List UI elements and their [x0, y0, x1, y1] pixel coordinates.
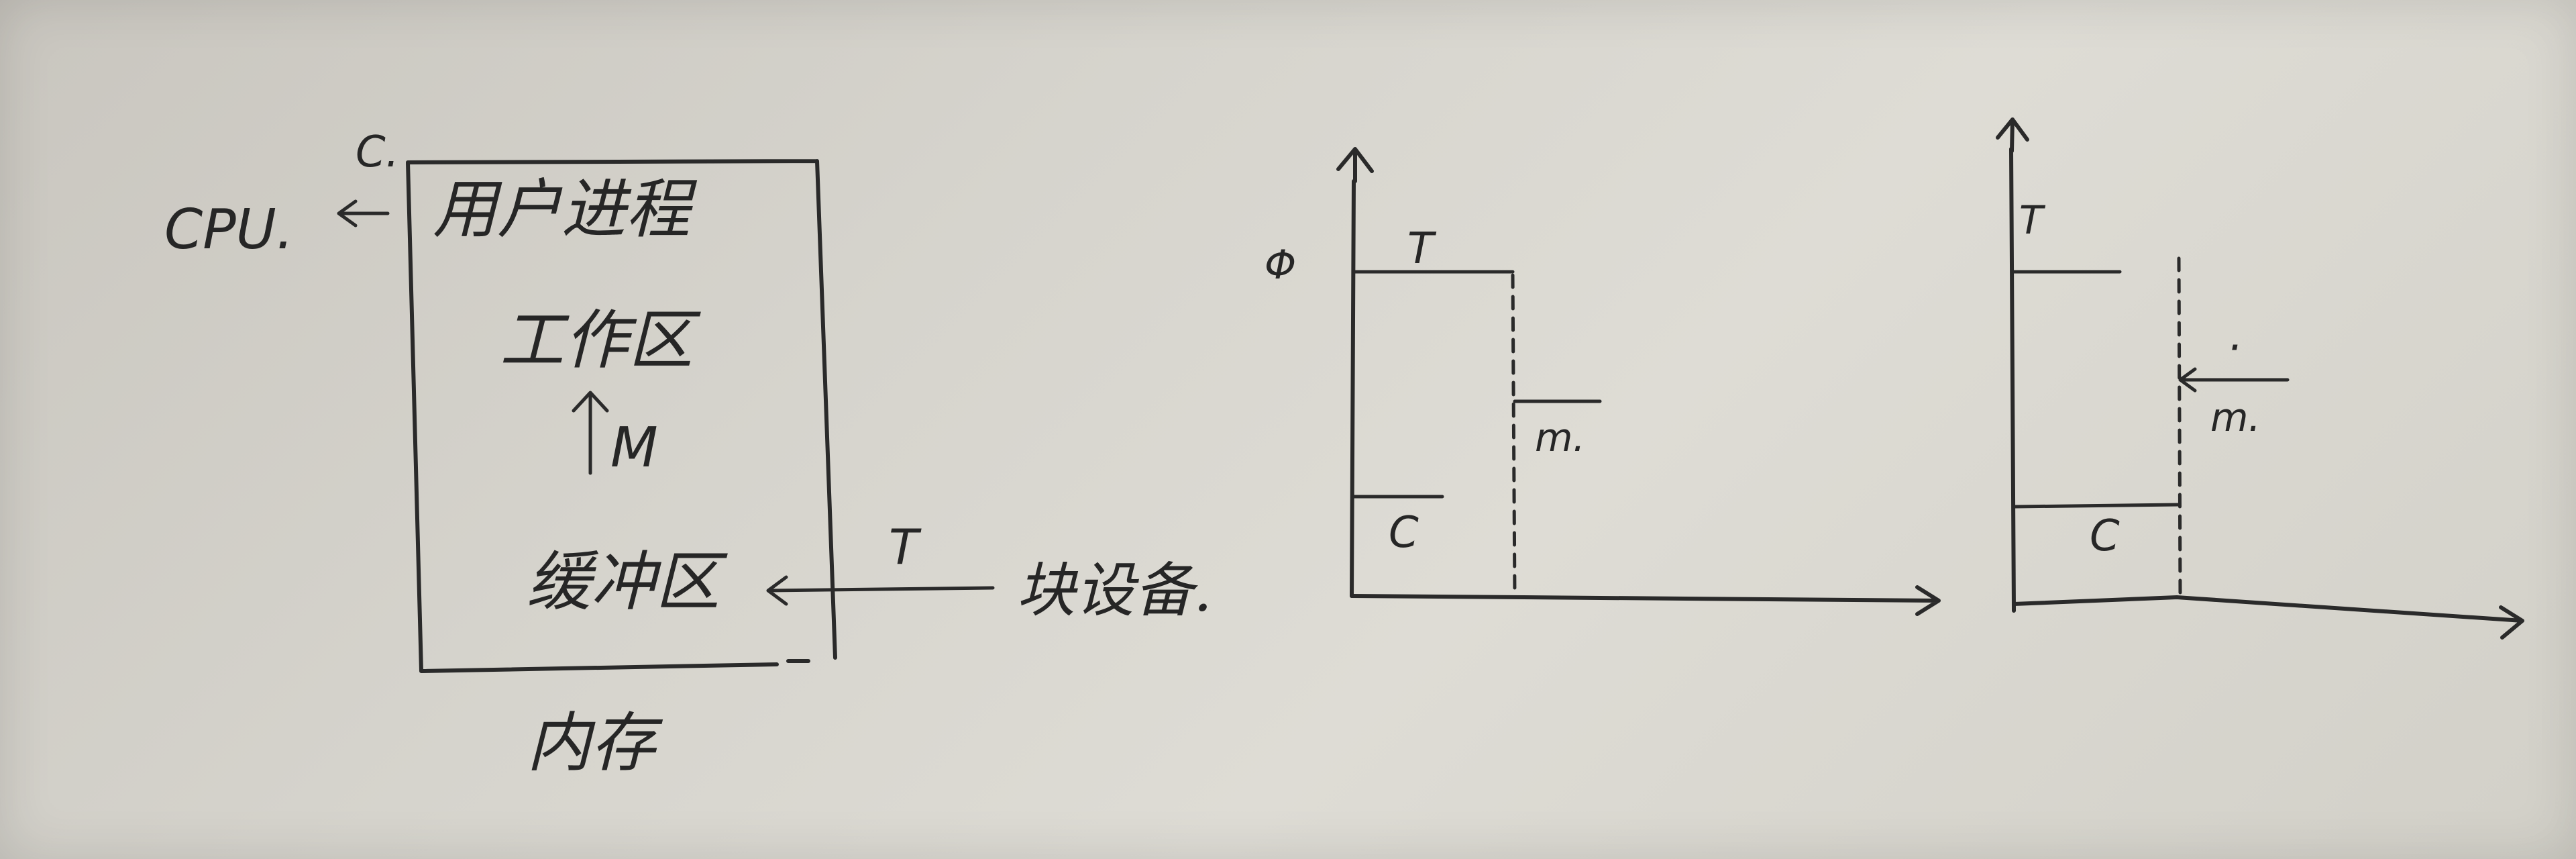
- chart2-m-segment: [2178, 367, 2290, 393]
- buffer-label: 缓冲区: [527, 544, 728, 619]
- chart1-t-label: T: [1407, 224, 1437, 274]
- chart1-y-axis: [1336, 147, 1374, 598]
- up-arrow: [572, 391, 609, 475]
- chart1-dashed-line: [1511, 273, 1517, 598]
- chart2-dashed-line: [2177, 256, 2182, 599]
- transfer-label: T: [889, 519, 922, 575]
- corner-label: C.: [356, 128, 399, 177]
- chart1-c-label: C: [1389, 508, 1419, 558]
- memory-label: 内存: [527, 705, 663, 780]
- arrow-m-label: M: [610, 416, 658, 480]
- chart1-y-label: Φ: [1265, 242, 1296, 289]
- memory-box: [406, 159, 837, 673]
- work-area-label: 工作区: [500, 303, 701, 378]
- chart1-m-label: m.: [1535, 415, 1585, 460]
- buffer-arrow: [766, 575, 995, 606]
- timing-chart-1: Φ T m. C: [1265, 147, 1941, 616]
- memory-diagram: C. CPU. 用户进程 工作区 M 缓冲区 T 块设备. 内存: [164, 128, 1212, 780]
- chart2-c-box: [2012, 503, 2181, 509]
- chart1-x-axis: [1350, 585, 1941, 616]
- chart2-c-label: C: [2090, 511, 2120, 561]
- user-process-label: 用户进程: [433, 172, 698, 247]
- chart2-y-axis: [1996, 117, 2029, 613]
- chart2-m-label: m.: [2210, 395, 2261, 440]
- cpu-arrow: [337, 199, 390, 228]
- chart2-dot-label: ·: [2227, 323, 2241, 373]
- timing-chart-2: T · m. C: [1996, 117, 2524, 640]
- block-device-label: 块设备.: [1016, 556, 1212, 625]
- chart2-t-label: T: [2019, 197, 2046, 243]
- cpu-label: CPU.: [164, 198, 294, 262]
- chart2-x-axis: [2012, 595, 2524, 640]
